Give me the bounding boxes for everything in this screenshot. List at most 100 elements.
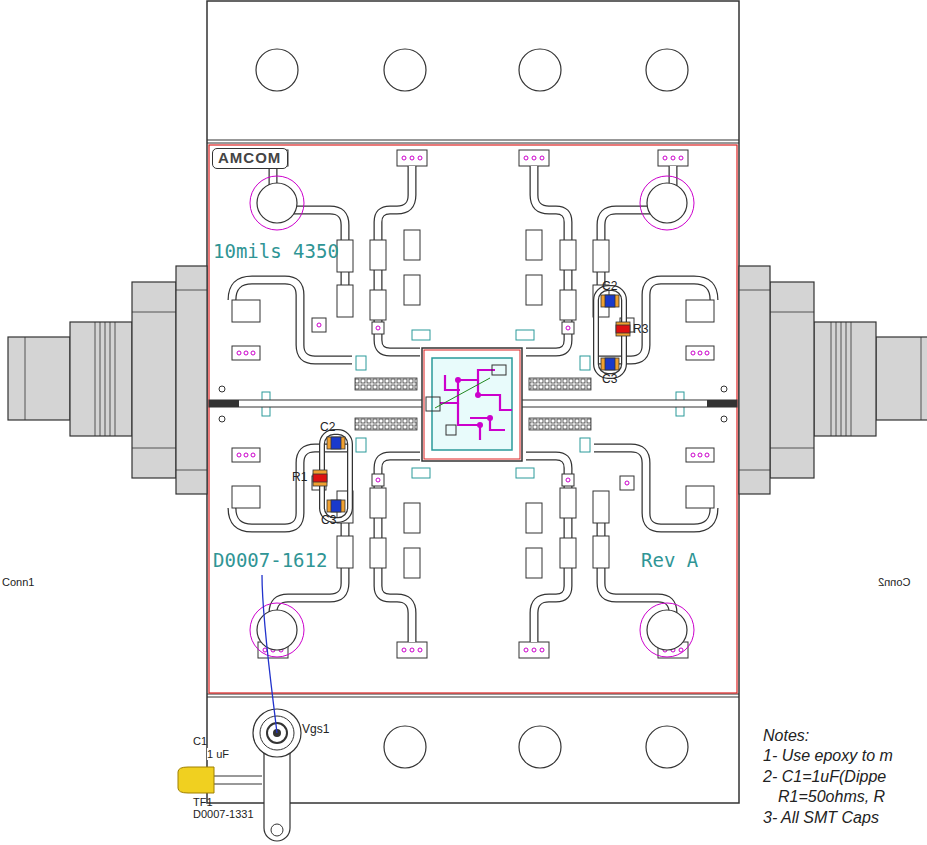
- drawing-part: [435, 378, 490, 408]
- connector-name: Conn2: [878, 576, 910, 588]
- note-line: R1=50ohms, R: [778, 788, 885, 806]
- drawing-part: [214, 784, 262, 785]
- drawing-part: [176, 290, 207, 291]
- board-part-number: D0007-1612: [213, 550, 327, 571]
- drawing-part: [176, 470, 207, 471]
- drawing-part: [132, 448, 176, 449]
- drawing-part: [95, 322, 96, 436]
- drawing-part: [257, 610, 297, 650]
- signal-name: Vgs1: [302, 723, 329, 736]
- drawing-part: [470, 418, 505, 430]
- drawing-part: [132, 312, 176, 313]
- note-line: 3- All SMT Caps: [763, 809, 879, 827]
- drawing-part: [313, 295, 630, 512]
- drawing-part: [110, 322, 111, 436]
- drawing-part: [739, 266, 927, 494]
- ref-designator: C2: [602, 280, 617, 293]
- drawing-part: [115, 322, 116, 436]
- ref-designator: C1: [193, 735, 207, 747]
- drawing-part: [432, 358, 512, 450]
- drawing-part: [8, 266, 207, 494]
- drawing-part: [446, 425, 456, 435]
- drawing-part: [605, 358, 615, 370]
- drawing-part: [262, 575, 277, 733]
- drawing-part: [478, 380, 512, 410]
- drawing-part: [256, 49, 298, 91]
- drawing-part: [455, 377, 461, 383]
- drawing-part: [455, 377, 493, 428]
- drawing-part: [264, 750, 290, 841]
- drawing-part: [209, 400, 239, 407]
- logo-text: AMCOM: [218, 150, 282, 167]
- drawing-part: [640, 603, 694, 657]
- drawing-part: [601, 295, 619, 307]
- drawing-part: [176, 266, 207, 494]
- drawing-part: [487, 415, 493, 421]
- drawing-part: [327, 437, 345, 449]
- drawing-part: [105, 322, 106, 436]
- drawing-part: [516, 150, 727, 406]
- drawing-part: [516, 402, 727, 658]
- drawing-part: [25, 290, 207, 470]
- drawing-part: [331, 437, 341, 449]
- drawing-part: [519, 49, 561, 91]
- drawing-part: [616, 322, 630, 336]
- drawing-part: [219, 150, 430, 406]
- drawing-part: [647, 610, 687, 650]
- drawing-part: [327, 500, 345, 512]
- drawing-part: [207, 143, 739, 144]
- component-value: 1 uF: [207, 748, 229, 760]
- drawing-part: [646, 49, 688, 91]
- drawing-part: [70, 322, 132, 436]
- drawing-part: [477, 422, 483, 428]
- note-line: 2- C1=1uF(Dippe: [763, 768, 886, 786]
- drawing-part: [271, 824, 283, 836]
- drawing-part: [313, 470, 327, 486]
- part-number: D0007-1331: [193, 808, 254, 820]
- drawing-part: [207, 696, 739, 697]
- drawing-part: [426, 397, 440, 411]
- drawing-part: [207, 1, 739, 803]
- board-revision: Rev A: [641, 550, 698, 571]
- drawing-part: [445, 375, 460, 390]
- drawing-part: [132, 282, 176, 478]
- drawing-part: [616, 325, 630, 333]
- board-material: 10mils 4350: [213, 241, 339, 262]
- note-line: 1- Use epoxy to m: [763, 747, 893, 765]
- drawing-part: [605, 295, 615, 307]
- drawing-part: [458, 403, 480, 440]
- drawing-part: [178, 767, 214, 793]
- drawing-part: [707, 400, 737, 407]
- drawing-part: [739, 266, 927, 494]
- drawing-part: [440, 370, 512, 440]
- drawing-part: [250, 603, 304, 657]
- drawing-part: [100, 322, 101, 436]
- drawing-part: [424, 350, 520, 459]
- drawing-part: [313, 474, 327, 482]
- ref-designator: TF1: [193, 796, 213, 808]
- drawing-part: [519, 726, 561, 768]
- drawing-part: [25, 337, 26, 420]
- drawing-part: [331, 500, 341, 512]
- drawing-part: [214, 776, 262, 777]
- drawing-part: [219, 402, 430, 658]
- logo-box: AMCOM: [212, 148, 288, 169]
- drawing-part: [8, 337, 70, 420]
- drawing-part: [384, 49, 426, 91]
- drawing-part: [492, 365, 506, 375]
- drawing-part: [601, 358, 619, 370]
- drawing-part: [475, 392, 481, 398]
- drawing-part: [384, 726, 426, 768]
- ref-designator: R3: [633, 323, 648, 336]
- ref-designator: C3: [602, 373, 617, 386]
- ref-designator: C3: [321, 514, 336, 527]
- drawing-part: [647, 183, 687, 223]
- connector-name: Conn1: [2, 576, 34, 588]
- notes-heading: Notes:: [763, 727, 809, 745]
- ref-designator: C2: [320, 421, 335, 434]
- drawing-part: [257, 183, 297, 223]
- drawing-part: [646, 726, 688, 768]
